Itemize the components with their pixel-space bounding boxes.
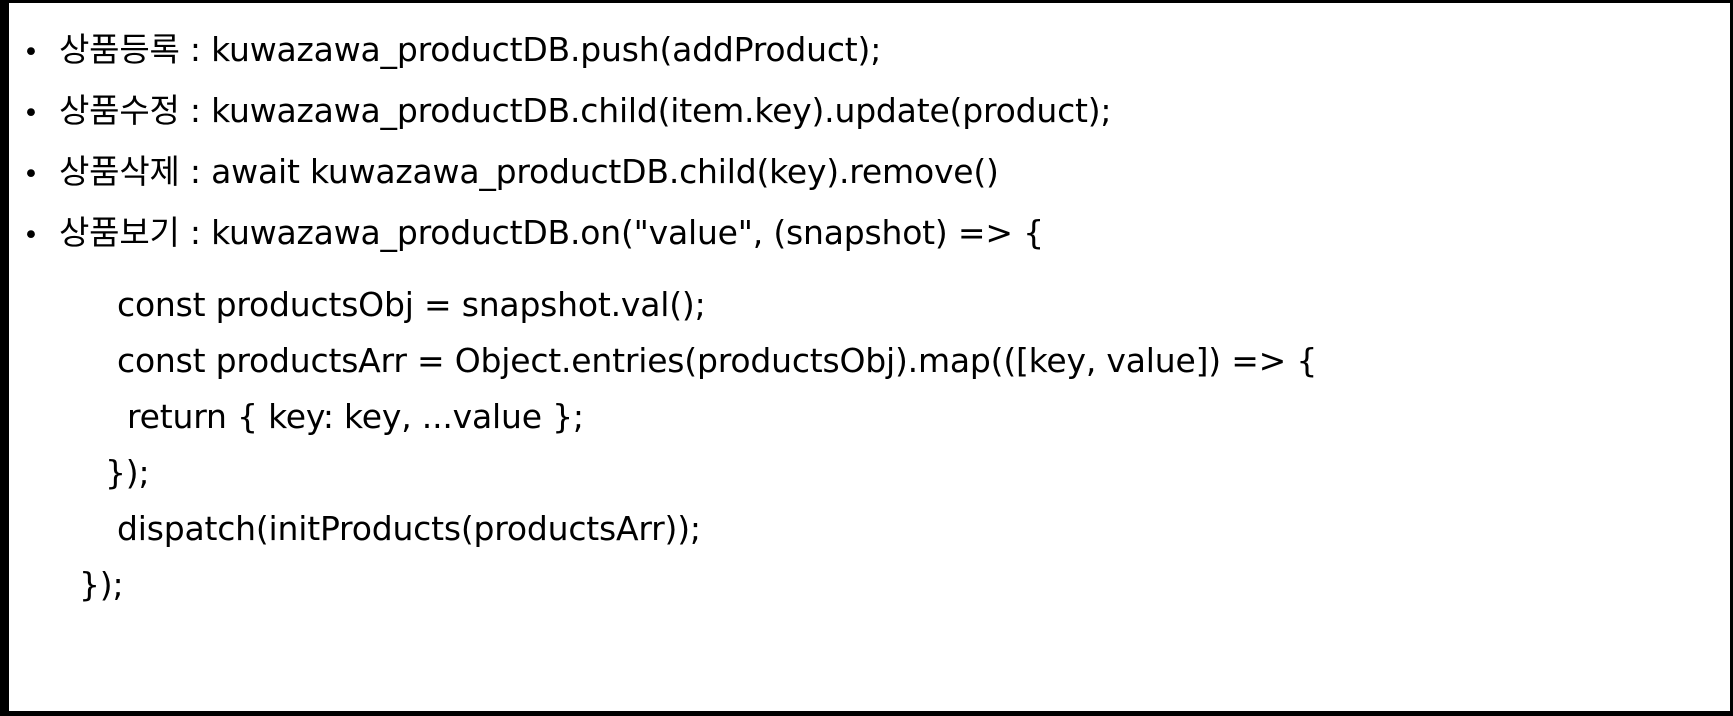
content-body: • 상품등록 : kuwazawa_productDB.push(addProd… xyxy=(9,33,1730,613)
list-item: • 상품보기 : kuwazawa_productDB.on("value", … xyxy=(9,216,1730,277)
list-item: • 상품수정 : kuwazawa_productDB.child(item.k… xyxy=(9,94,1730,155)
list-item-text: 상품보기 : kuwazawa_productDB.on("value", (s… xyxy=(59,213,1044,252)
code-line: }); xyxy=(79,565,124,604)
list-item-text: 상품등록 : kuwazawa_productDB.push(addProduc… xyxy=(59,30,882,69)
list-item: • 상품삭제 : await kuwazawa_productDB.child(… xyxy=(9,155,1730,216)
code-line: dispatch(initProducts(productsArr)); xyxy=(117,509,701,548)
code-line: const productsObj = snapshot.val(); xyxy=(117,285,706,324)
bullet-icon: • xyxy=(23,159,39,190)
list-item-text: 상품삭제 : await kuwazawa_productDB.child(ke… xyxy=(59,152,999,191)
list-item: • 상품등록 : kuwazawa_productDB.push(addProd… xyxy=(9,33,1730,94)
bullet-icon: • xyxy=(23,220,39,251)
code-line: return { key: key, ...value }; xyxy=(127,397,584,436)
code-line: const productsArr = Object.entries(produ… xyxy=(117,341,1318,380)
bullet-icon: • xyxy=(23,98,39,129)
list-item-text: 상품수정 : kuwazawa_productDB.child(item.key… xyxy=(59,91,1112,130)
bullet-icon: • xyxy=(23,37,39,68)
code-line: }); xyxy=(105,453,150,492)
